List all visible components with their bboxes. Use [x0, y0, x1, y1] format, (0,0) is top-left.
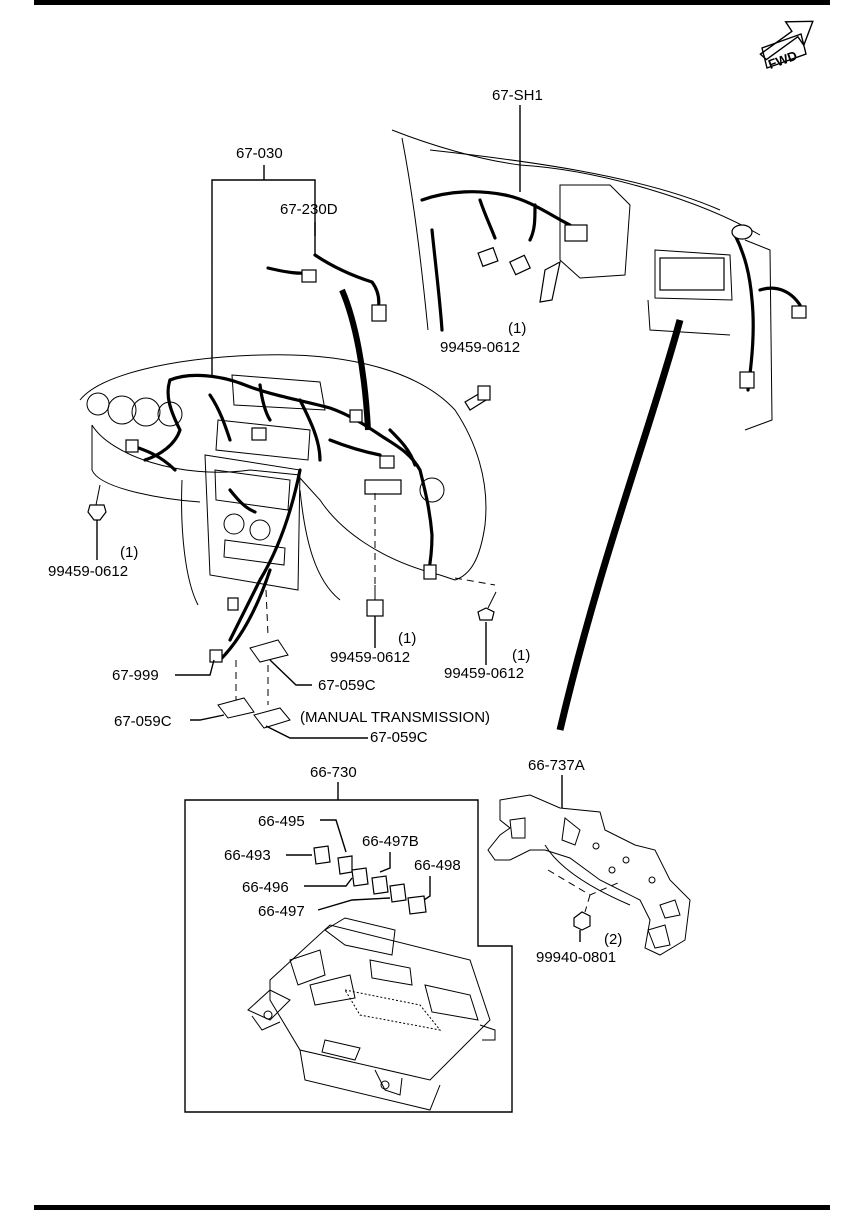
bolt-center: [366, 585, 384, 617]
leader-67-030: [211, 179, 316, 262]
dashboard-assembly: [79, 288, 684, 731]
label-67-059c-a: 67-059C: [318, 677, 376, 694]
fuse-block-icon: [247, 917, 496, 1111]
label-67-059c-c: 67-059C: [370, 729, 428, 746]
label-67-030: 67-030: [236, 145, 283, 162]
label-66-730: 66-730: [310, 764, 357, 781]
leader-67-999: [175, 659, 215, 676]
label-66-498: 66-498: [414, 857, 461, 874]
top-border-bar: [34, 0, 830, 5]
label-66-497b: 66-497B: [362, 833, 419, 850]
bolt-left-qty: (1): [120, 544, 138, 561]
bottom-border-bar: [34, 1205, 830, 1210]
nut-label: 99940-0801: [536, 949, 616, 966]
fuse-icons: [313, 845, 427, 915]
tape-left: [217, 697, 255, 719]
tape-lower: [253, 707, 291, 729]
label-66-493: 66-493: [224, 847, 271, 864]
label-66-496: 66-496: [242, 879, 289, 896]
bolt-center-qty: (1): [398, 630, 416, 647]
label-67-230d: 67-230D: [280, 201, 338, 218]
label-66-495: 66-495: [258, 813, 305, 830]
bolt-center-label: 99459-0612: [330, 649, 410, 666]
tape-upper: [249, 639, 289, 663]
nut-qty: (2): [604, 931, 622, 948]
bolt-upper-label: 99459-0612: [440, 339, 520, 356]
bolt-right-label: 99459-0612: [444, 665, 524, 682]
bolt-upper-qty: (1): [508, 320, 526, 337]
bolt-right: [477, 591, 497, 621]
bracket-icon: [487, 794, 691, 956]
label-67-059c-b: 67-059C: [114, 713, 172, 730]
label-67-999: 67-999: [112, 667, 159, 684]
bolt-right-qty: (1): [512, 647, 530, 664]
label-67-sh1: 67-SH1: [492, 87, 543, 104]
fwd-label: FWD: [766, 48, 799, 72]
label-66-497: 66-497: [258, 903, 305, 920]
inset-upper-right: [391, 129, 807, 431]
fwd-arrow-icon: FWD: [759, 20, 814, 72]
manual-trans-note: (MANUAL TRANSMISSION): [300, 709, 490, 726]
bolt-upper: [464, 385, 491, 411]
bolt-left-label: 99459-0612: [48, 563, 128, 580]
bolt-left: [87, 484, 107, 521]
nut-icon: [573, 911, 591, 931]
harness-67-230d: [266, 253, 387, 322]
fuse-box-frame: [184, 799, 513, 1113]
label-66-737a: 66-737A: [528, 757, 585, 774]
